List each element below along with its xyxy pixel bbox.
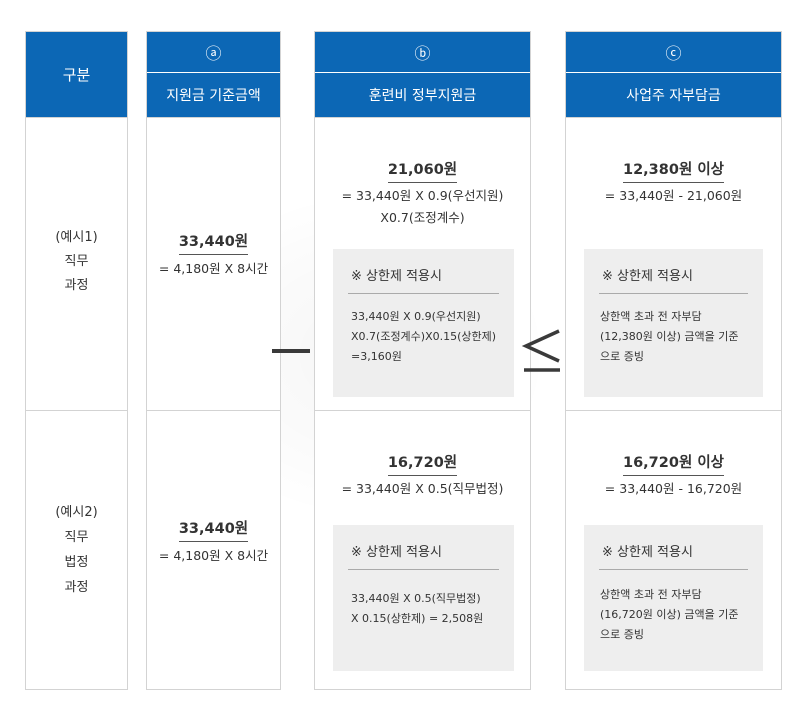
row2-b-note: ※ 상한제 적용시 33,440원 X 0.5(직무법정) X 0.15(상한제… [333,525,514,671]
marker-c: ⓒ [665,44,682,63]
row2-a-amount: 33,440원 [178,519,249,542]
row1-c-note-title: ※ 상한제 적용시 [602,269,693,284]
row2-c-cell: 16,720원 이상 = 33,440원 - 16,720원 ※ 상한제 적용시… [566,410,781,692]
row2-b-note-title: ※ 상한제 적용시 [351,545,442,560]
row2-c-note-line: 상한액 초과 전 자부담 [600,588,702,601]
row1-b-amount: 21,060원 [387,160,458,183]
row2-b-amount: 16,720원 [387,453,458,476]
row1-a-cell: 33,440원 = 4,180원 X 8시간 [147,117,280,411]
row1-c-note-line: 상한액 초과 전 자부담 [600,310,702,323]
row1-b-note-line: 33,440원 X 0.9(우선지원) [351,310,481,323]
row2-a-formula: = 4,180원 X 8시간 [158,547,269,563]
note-divider [348,569,499,570]
category-column: 구분 (예시1) 직무 과정 (예시2) 직무 법정 과정 [25,31,128,690]
row1-b-note-line: X0.7(조정계수)X0.15(상한제) [351,330,497,343]
row1-label-line: 직무 [64,253,89,269]
column-a-label: 지원금 기준금액 [166,88,261,104]
note-divider [348,293,499,294]
less-equal-operator: ≤ [520,325,564,375]
column-a-header: 지원금 기준금액 [147,73,280,117]
row2-label-line: (예시2) [55,504,98,520]
row2-c-note-title: ※ 상한제 적용시 [602,545,693,560]
row2-c-formula: = 33,440원 - 16,720원 [604,481,743,496]
marker-a: ⓐ [205,44,222,63]
column-b-header: 훈련비 정부지원금 [315,73,530,117]
row1-b-cell: 21,060원 = 33,440원 X 0.9(우선지원) X0.7(조정계수)… [315,117,530,411]
row1-c-amount: 12,380원 이상 [622,160,725,183]
row1-label-cell: (예시1) 직무 과정 [26,117,127,411]
row2-label-line: 직무 [64,529,89,545]
row1-c-note: ※ 상한제 적용시 상한액 초과 전 자부담 (12,380원 이상) 금액을 … [584,249,763,397]
column-b: ⓑ 훈련비 정부지원금 21,060원 = 33,440원 X 0.9(우선지원… [314,31,531,690]
row1-c-cell: 12,380원 이상 = 33,440원 - 21,060원 ※ 상한제 적용시… [566,117,781,411]
column-c-header: 사업주 자부담금 [566,73,781,117]
row1-b-note-body: 33,440원 X 0.9(우선지원) X0.7(조정계수)X0.15(상한제)… [351,307,506,367]
column-a-marker: ⓐ [147,32,280,72]
category-header: 구분 [26,32,127,117]
column-b-label: 훈련비 정부지원금 [368,88,477,104]
row2-c-note-line: 으로 증빙 [600,628,644,641]
less-equal-icon [521,329,560,372]
row1-c-note-body: 상한액 초과 전 자부담 (12,380원 이상) 금액을 기준 으로 증빙 [600,307,755,367]
row2-b-note-line: 33,440원 X 0.5(직무법정) [351,592,481,605]
row2-c-note-line: (16,720원 이상) 금액을 기준 [600,608,739,621]
row1-b-note: ※ 상한제 적용시 33,440원 X 0.9(우선지원) X0.7(조정계수)… [333,249,514,397]
column-c-label: 사업주 자부담금 [626,88,721,104]
column-a: ⓐ 지원금 기준금액 33,440원 = 4,180원 X 8시간 33,440… [146,31,281,690]
row2-b-note-line: X 0.15(상한제) = 2,508원 [351,612,484,625]
row1-a-formula: = 4,180원 X 8시간 [158,260,269,276]
row2-b-note-body: 33,440원 X 0.5(직무법정) X 0.15(상한제) = 2,508원 [351,589,506,629]
row1-b-note-title: ※ 상한제 적용시 [351,269,442,284]
column-c: ⓒ 사업주 자부담금 12,380원 이상 = 33,440원 - 21,060… [565,31,782,690]
marker-b: ⓑ [414,44,431,63]
note-divider [599,569,748,570]
row1-b-formula-line: X0.7(조정계수) [380,210,465,225]
column-b-marker: ⓑ [315,32,530,72]
row2-label-cell: (예시2) 직무 법정 과정 [26,410,127,692]
column-c-marker: ⓒ [566,32,781,72]
row1-c-note-line: 으로 증빙 [600,350,644,363]
minus-operator [272,349,310,353]
row2-label-line: 과정 [64,579,89,595]
row2-b-cell: 16,720원 = 33,440원 X 0.5(직무법정) ※ 상한제 적용시 … [315,410,530,692]
category-header-label: 구분 [62,66,91,84]
row2-c-amount: 16,720원 이상 [622,453,725,476]
note-divider [599,293,748,294]
row2-c-note: ※ 상한제 적용시 상한액 초과 전 자부담 (16,720원 이상) 금액을 … [584,525,763,671]
row1-b-note-line: =3,160원 [351,350,402,363]
row2-b-formula-line: = 33,440원 X 0.5(직무법정) [341,481,504,496]
row1-label-line: (예시1) [55,229,98,245]
row1-label-line: 과정 [64,277,89,293]
row1-c-note-line: (12,380원 이상) 금액을 기준 [600,330,739,343]
row2-label-line: 법정 [64,554,89,570]
row1-b-formula-line: = 33,440원 X 0.9(우선지원) [341,188,504,203]
row1-c-formula: = 33,440원 - 21,060원 [604,188,743,203]
row2-c-note-body: 상한액 초과 전 자부담 (16,720원 이상) 금액을 기준 으로 증빙 [600,585,755,645]
row2-a-cell: 33,440원 = 4,180원 X 8시간 [147,410,280,692]
row1-a-amount: 33,440원 [178,232,249,255]
